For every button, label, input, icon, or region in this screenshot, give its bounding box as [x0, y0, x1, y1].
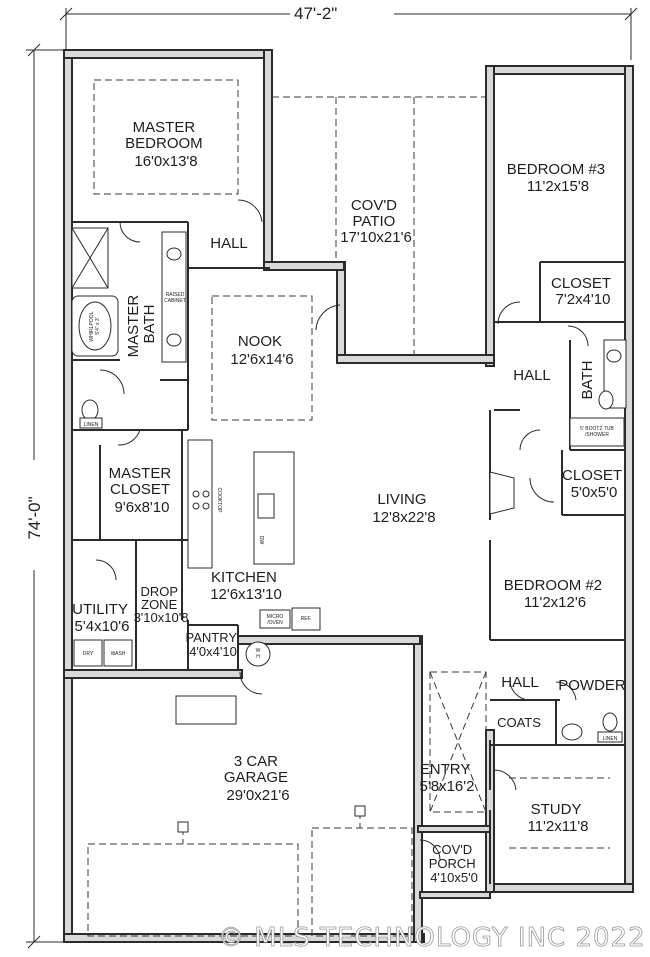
dryer [73, 639, 103, 667]
master-bedroom-label: MASTER BEDROOM 16'0x13'8 [125, 119, 207, 170]
utility-label: UTILITY 5'4x10'6 [72, 601, 132, 635]
water-heater [245, 641, 271, 667]
fireplace [489, 471, 515, 515]
watermark: © MLS TECHNOLOGY INC 2022 [218, 923, 646, 953]
master-closet-label: MASTER CLOSET 9'6x8'10 [109, 465, 176, 516]
depth-dimension: 74'-0" [22, 43, 68, 949]
coats-label: COATS [497, 715, 541, 730]
svg-text:DW: DW [258, 536, 264, 545]
nook-label: NOOK 12'6x14'6 [230, 333, 293, 368]
kitchen-label: KITCHEN 12'6x13'10 [210, 569, 282, 603]
drop-zone-label: DROP ZONE 3'10x10'8 [134, 584, 189, 625]
svg-text:WHIRLPOOL 5'4" x 3': WHIRLPOOL 5'4" x 3' [89, 310, 101, 341]
powder-sink [561, 723, 583, 741]
toilet [81, 399, 99, 421]
garage-label: 3 CAR GARAGE 29'0x21'6 [224, 753, 292, 804]
dashed-outlines [87, 79, 610, 937]
bath-label: BATH [579, 361, 596, 400]
svg-text:5' BOOTZ TUB/SHOWER: 5' BOOTZ TUB/SHOWER [580, 426, 614, 438]
svg-text:WASH: WASH [111, 651, 126, 657]
covd-porch-label: COV'D PORCH 4'10x5'0 [429, 842, 480, 885]
closet-b3-label: CLOSET 7'2x4'10 [551, 275, 615, 308]
svg-text:MICRO/OVEN: MICRO/OVEN [267, 614, 284, 626]
pantry-label: PANTRY 4'0x4'10 [186, 630, 241, 659]
exterior-walls [63, 49, 634, 943]
interior-walls [72, 221, 625, 884]
bedroom2-label: BEDROOM #2 11'2x12'6 [504, 577, 607, 611]
svg-text:LINEN: LINEN [603, 736, 618, 742]
covd-patio-label: COV'D PATIO 17'10x21'6 [340, 197, 412, 246]
hall-right-label: HALL [513, 367, 551, 384]
study-label: STUDY 11'2x11'8 [527, 801, 588, 835]
garage-step [175, 695, 237, 725]
closet-b2-label: CLOSET 5'0x5'0 [562, 467, 626, 501]
powder-label: POWDER [558, 677, 626, 694]
hall-top-label: HALL [210, 235, 248, 252]
svg-text:COOKTOP: COOKTOP [216, 488, 222, 514]
master-bath-label: MASTER BATH [125, 291, 158, 358]
micro-oven [259, 609, 291, 629]
svg-text:DRY: DRY [83, 651, 94, 657]
bath-toilet [598, 390, 614, 410]
powder-toilet [602, 712, 618, 732]
doors [95, 199, 589, 861]
svg-text:REF.: REF. [301, 616, 312, 622]
room-labels: MASTER BEDROOM 16'0x13'8 HALL COV'D PATI… [72, 119, 626, 885]
bath-tub [569, 417, 625, 447]
bedroom3-label: BEDROOM #3 11'2x15'8 [507, 161, 610, 195]
washer [103, 639, 133, 667]
vanity-counter [161, 231, 187, 363]
svg-text:LINEN: LINEN [84, 422, 99, 428]
svg-text:WH: WH [256, 648, 261, 660]
whirlpool-tub [71, 295, 119, 357]
width-dimension: 47'-2" [59, 2, 638, 60]
entry-label: ENTRY 5'8x16'2 [420, 761, 475, 795]
living-label: LIVING 12'8x22'8 [372, 491, 435, 526]
refrigerator [291, 607, 321, 631]
depth-dimension-label: 74'-0" [25, 496, 44, 539]
hall-lower-label: HALL [501, 674, 539, 691]
width-dimension-label: 47'-2" [294, 4, 337, 23]
